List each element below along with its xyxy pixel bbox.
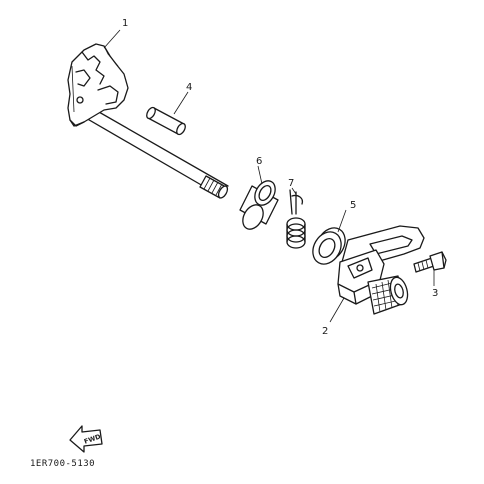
label-part-7: 7: [288, 178, 294, 189]
label-part-4: 4: [186, 82, 192, 93]
part-6-collar: [239, 180, 279, 230]
part-3-bolt: [413, 251, 447, 273]
part-4-pin: [146, 106, 186, 136]
label-part-2: 2: [322, 326, 328, 337]
label-part-3: 3: [432, 288, 438, 299]
fwd-arrow: FWD: [69, 425, 103, 453]
label-part-1: 1: [122, 18, 128, 29]
part-5-washer: [312, 227, 346, 265]
part-2-shift-arm: [337, 225, 425, 315]
part-7-spring: [286, 189, 306, 249]
label-part-5: 5: [350, 200, 356, 211]
label-part-6: 6: [256, 156, 262, 167]
part-1-shift-shaft: [67, 43, 229, 199]
leader-lines: [103, 29, 435, 323]
drawing-code: 1ER700-5130: [30, 459, 95, 469]
